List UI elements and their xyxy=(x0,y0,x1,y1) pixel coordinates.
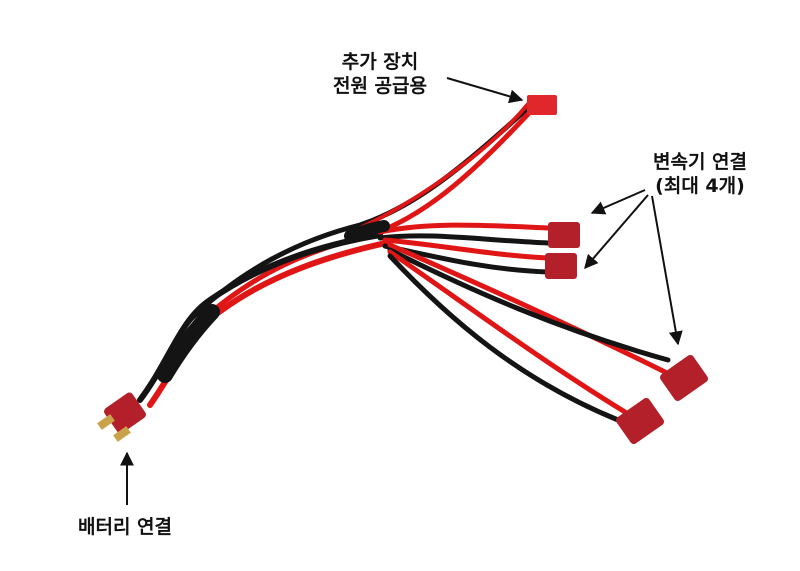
arrow-esc-2 xyxy=(584,194,649,270)
aux-power-label: 추가 장치 전원 공급용 xyxy=(305,50,455,98)
heat-shrink xyxy=(157,304,220,383)
esc-connectors-lower xyxy=(616,354,708,445)
arrow-esc-1 xyxy=(590,189,646,215)
battery-label-line1: 배터리 연결 xyxy=(77,516,172,538)
heat-shrink-top xyxy=(344,220,390,242)
wire-esc1-red xyxy=(377,222,551,235)
esc-label-line1: 변속기 연결 xyxy=(652,151,747,173)
wire-esc1-black xyxy=(377,233,551,246)
wire-esc2-red xyxy=(382,237,551,261)
battery-connector xyxy=(97,392,146,442)
aux-connector xyxy=(527,95,557,115)
aux-power-label-line1: 추가 장치 xyxy=(341,51,419,73)
wire-bundle xyxy=(137,102,671,423)
wire-esc3-black xyxy=(387,247,671,363)
arrow-aux xyxy=(446,77,524,104)
wire-esc3-red xyxy=(387,242,668,375)
arrow-esc-3 xyxy=(651,195,683,346)
esc-label: 변속기 연결 (최대 4개) xyxy=(620,150,780,198)
aux-power-label-line2: 전원 공급용 xyxy=(332,75,427,97)
esc-connectors-upper xyxy=(545,222,580,279)
wire-aux-red-2 xyxy=(358,102,530,230)
wire-esc4-red xyxy=(387,249,628,415)
esc-label-line2: (최대 4개) xyxy=(655,175,745,197)
wire-trunk-black xyxy=(137,232,383,403)
battery-label: 배터리 연결 xyxy=(40,515,210,539)
wire-esc4-black xyxy=(387,253,621,423)
